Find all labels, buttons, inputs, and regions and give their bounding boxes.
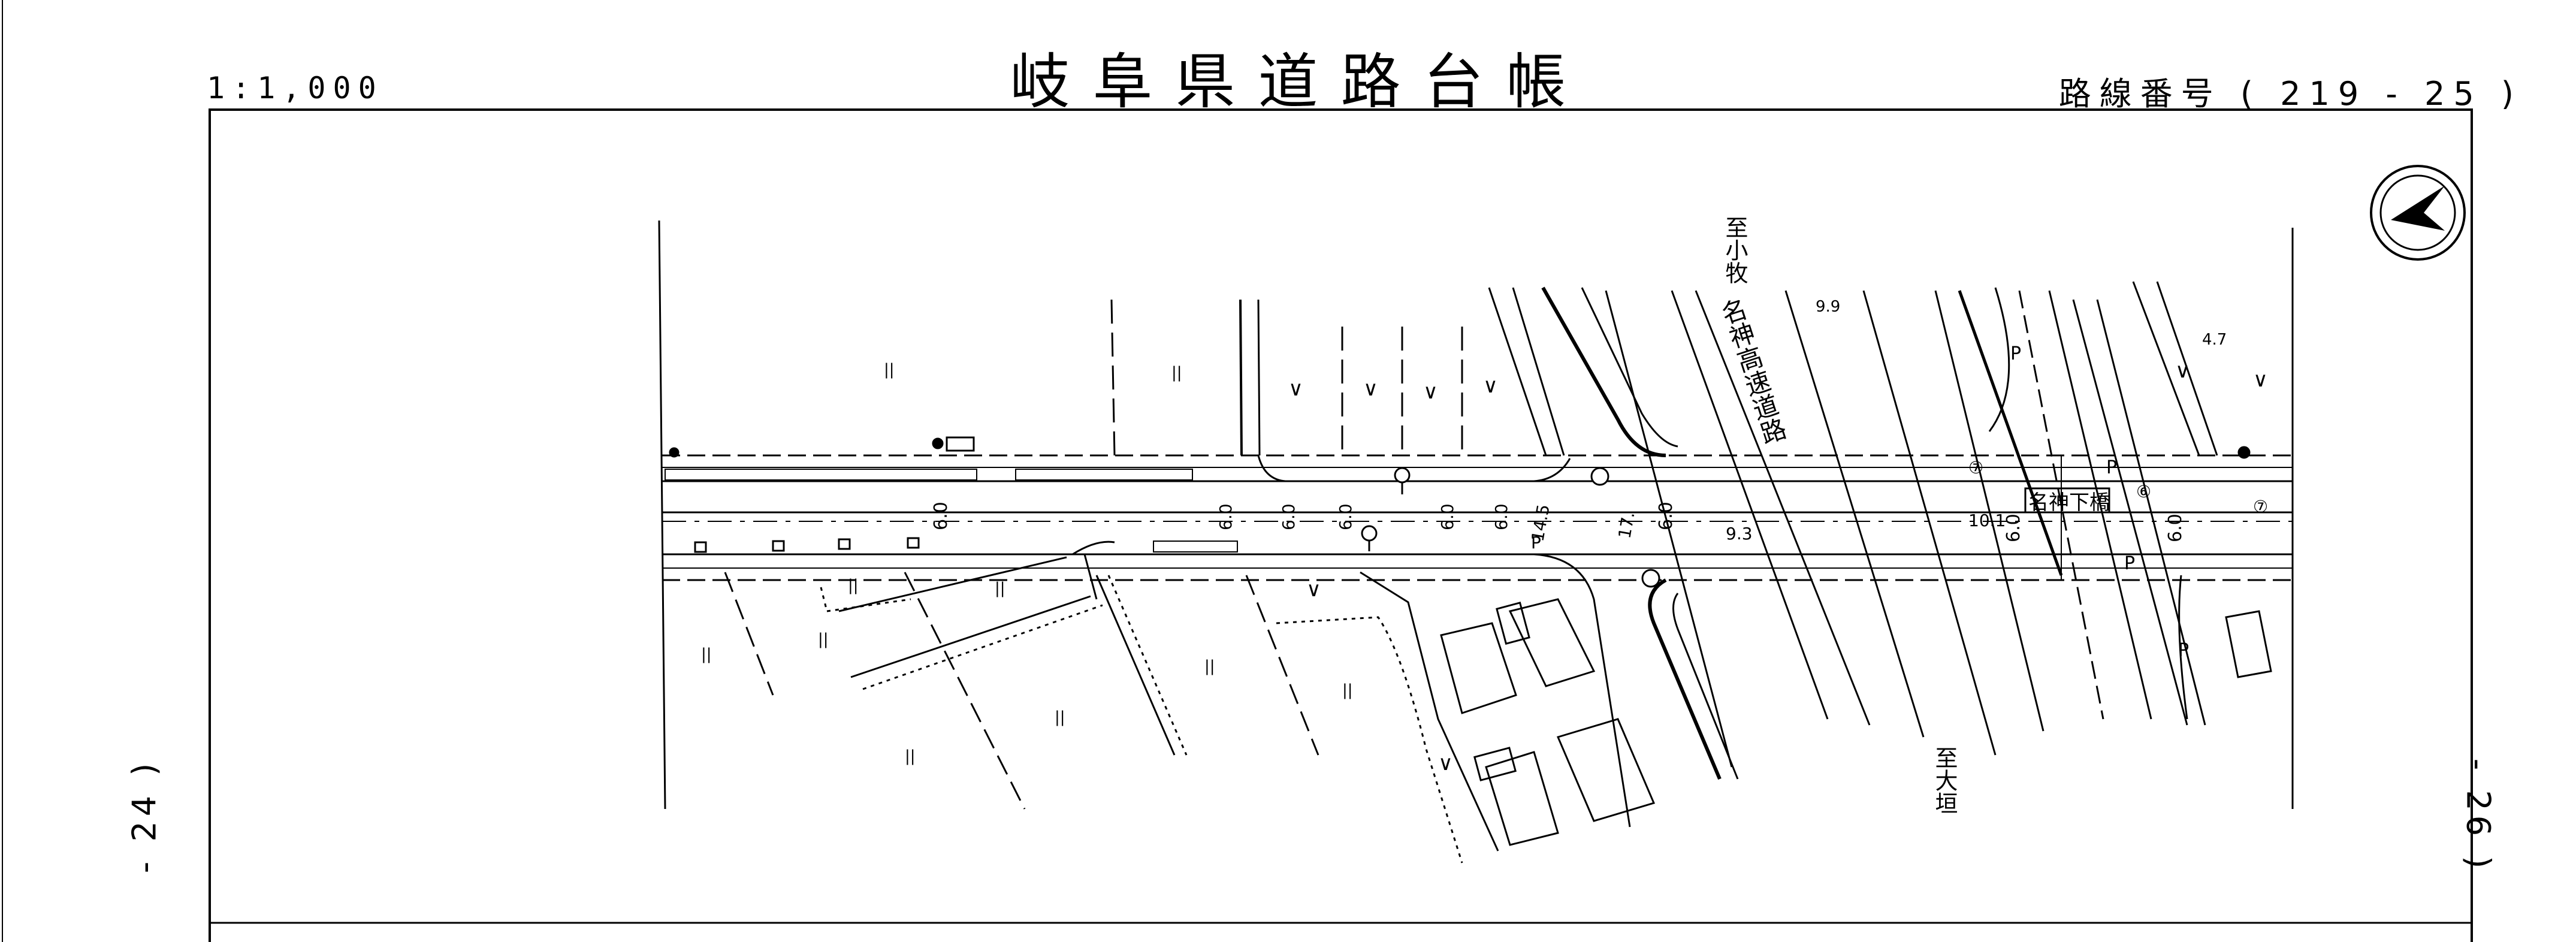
upland-symbol: ∨ (2175, 359, 2190, 383)
label-p-4: P (2010, 343, 2021, 364)
page-title: 岐阜県道路台帳 (1010, 47, 1589, 117)
field-symbol: || (884, 361, 895, 379)
upland-symbol: ∨ (1423, 380, 1438, 404)
label-circled-6: ⑥ (2136, 482, 2151, 502)
label-to-ogaki: 至大垣 (1931, 746, 1958, 814)
label-circled-7-a: ⑦ (1968, 458, 1983, 478)
map-frame (209, 108, 2473, 942)
label-width-6-0-a: 6.0 (931, 502, 952, 530)
label-width-17: 17. (1614, 511, 1638, 541)
label-meishin-underpass: 名神下橋 (2028, 491, 2110, 515)
label-width-6-0-c: 6.0 (1279, 503, 1298, 530)
label-width-6-0-i: 6.0 (2165, 514, 2186, 542)
north-arrow-icon (2370, 165, 2466, 261)
meishin-underpass-bridge (2024, 455, 2110, 580)
label-width-6-0-e: 6.0 (1438, 503, 1457, 530)
label-width-6-0-f: 6.0 (1491, 503, 1511, 530)
label-p-1: P (1531, 533, 1541, 552)
label-width-9-3: 9.3 (1726, 524, 1753, 544)
label-width-6-0-g: 6.0 (1656, 502, 1677, 530)
map-scale: 1:1,000 (207, 71, 383, 105)
field-symbol: || (905, 747, 916, 765)
label-p-2: P (2106, 457, 2117, 478)
label-height-9-9: 9.9 (1816, 298, 1840, 316)
label-to-komaki: 至小牧 (1722, 216, 1748, 284)
lower-left-blocks (724, 556, 1499, 864)
main-road (658, 220, 2294, 828)
label-width-4-7: 4.7 (2202, 331, 2227, 349)
label-width-6-0-b: 6.0 (1216, 503, 1236, 530)
label-width-6-0-d: 6.0 (1336, 503, 1355, 530)
field-symbol: || (1171, 364, 1182, 382)
label-p-5: P (2178, 640, 2189, 661)
upland-symbol: ∨ (2253, 368, 2268, 392)
label-width-10-1: 10.1 (1968, 511, 2006, 530)
utility-symbols (669, 436, 2251, 588)
buildings (1440, 598, 2272, 846)
upland-symbol: ∨ (1483, 374, 1498, 398)
field-symbol: || (1204, 657, 1215, 675)
field-symbol: || (818, 630, 829, 648)
upland-symbol: ∨ (1288, 377, 1303, 401)
upland-symbol: ∨ (1306, 578, 1321, 602)
label-p-3: P (2124, 553, 2135, 574)
field-symbol: || (848, 576, 859, 594)
route-number: 路線番号 ( 219 - 25 ) (2058, 75, 2522, 113)
label-width-6-0-h: 6.0 (2003, 514, 2024, 542)
field-symbol: || (1342, 681, 1353, 699)
upland-symbol: ∨ (1438, 751, 1453, 775)
field-symbol: || (995, 579, 1005, 597)
label-meishin-expressway: 名神高速道路 (1715, 295, 1789, 448)
label-circled-7-b: ⑦ (2253, 497, 2268, 517)
upland-symbol: ∨ (1363, 377, 1378, 401)
field-symbol: || (701, 645, 712, 663)
map-labels: 至小牧 名神高速道路 至大垣 名神下橋 9.9 4.7 9.3 10.1 14.… (701, 216, 2268, 814)
field-symbol: || (1055, 708, 1065, 726)
expressway-lines (1541, 281, 2218, 780)
